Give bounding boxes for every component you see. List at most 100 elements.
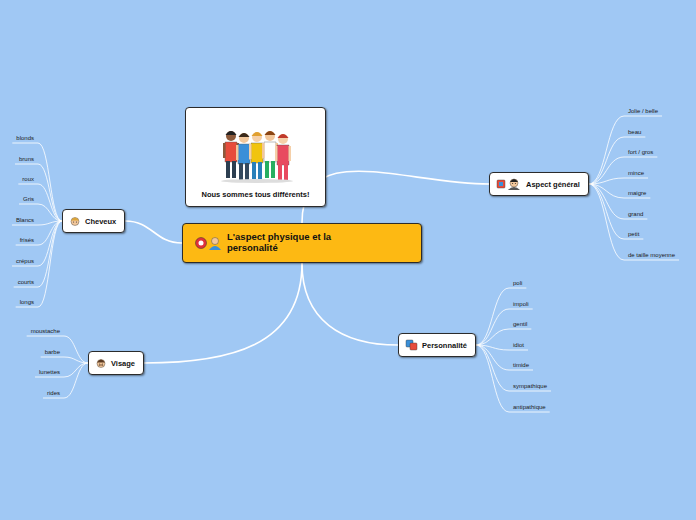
leaf-underline [624,239,643,240]
leaf-label: sympathique [513,382,547,390]
leaf-label: de taille moyenne [628,251,675,259]
leaf-label: bruns [19,155,34,163]
node-text: Nous sommes tous différents! [186,190,325,199]
leaf-underline [509,329,531,330]
leaf-underline [624,260,679,261]
central-topic: L'aspect physique et la personalité [182,223,422,263]
node-icon [95,357,107,369]
leader-line [476,309,509,345]
leaf-underline [624,178,648,179]
leaf-label: timide [513,361,529,369]
leaf-underline [624,198,650,199]
leaf-underline [509,412,550,413]
leaf-label: maigre [628,189,646,197]
leader-line [38,221,62,266]
branch-box: Visage [88,351,144,375]
branch-connector [302,171,489,223]
leader-line [476,345,509,391]
leaf-label: fort / gros [628,148,653,156]
node-text: Cheveux [85,217,116,226]
leaf-underline [43,398,64,399]
leaf-label: Gris [23,195,34,203]
leaf-underline [12,143,38,144]
leaf-underline [624,157,657,158]
leaf-underline [12,225,38,226]
leaf-label: poli [513,279,522,287]
leader-line [38,221,62,307]
leaf-underline [35,377,64,378]
leaf-underline [624,137,645,138]
leader-line [589,178,624,184]
node-text: Aspect général [526,180,580,189]
leaf-label: Jolie / belle [628,107,658,115]
branch-connector [302,263,398,345]
leaf-label: longs [20,298,34,306]
leader-line [38,164,62,221]
leader-line [64,357,88,363]
leaf-label: impoli [513,300,529,308]
leaf-label: barbe [45,348,60,356]
leaf-underline [509,309,533,310]
leaf-label: moustache [31,327,60,335]
leaf-underline [509,370,533,371]
leader-line [38,184,62,221]
image-box: Nous sommes tous différents! [185,107,326,207]
leader-line [476,329,509,345]
leader-line [476,345,509,370]
leader-line [64,363,88,398]
branch-box: Personnalité [398,333,476,357]
leader-line [38,221,62,287]
leaf-label: mince [628,169,644,177]
leaf-underline [18,184,38,185]
leaf-label: Blancs [16,216,34,224]
leader-line [64,363,88,377]
leader-line [589,184,624,219]
leader-line [38,143,62,221]
leaf-underline [16,307,38,308]
leaf-underline [509,350,528,351]
leader-line [589,137,624,184]
leaf-label: courts [18,278,34,286]
leader-line [589,157,624,184]
leaf-underline [12,266,38,267]
node-icon [496,178,522,190]
node-text: L'aspect physique et la personalité [227,232,357,254]
leaf-label: lunettes [39,368,60,376]
leaf-underline [27,336,64,337]
leader-line [64,336,88,363]
node-icon [405,339,418,351]
leaf-underline [41,357,64,358]
node-icon [195,236,223,250]
leaf-underline [509,288,526,289]
leaf-label: idiot [513,341,524,349]
leader-line [589,184,624,239]
leaf-label: blonds [16,134,34,142]
node-icon [69,215,81,227]
leaf-underline [14,287,38,288]
leaf-label: roux [22,175,34,183]
leaf-underline [19,204,38,205]
leader-line [476,345,509,412]
leader-line [589,184,624,260]
leader-line [589,116,624,184]
leaf-label: gentil [513,320,527,328]
leaf-label: petit [628,230,639,238]
leaf-label: beau [628,128,641,136]
leaf-underline [624,116,662,117]
leaf-label: grand [628,210,643,218]
leaf-underline [15,164,38,165]
leaf-label: antipathique [513,403,546,411]
leaf-underline [16,245,38,246]
leader-line [38,204,62,221]
leader-line [476,288,509,345]
leaf-underline [624,219,647,220]
leaf-label: crépus [16,257,34,265]
branch-connector [144,263,302,363]
node-text: Personnalité [422,341,467,350]
branch-box: Cheveux [62,209,125,233]
branch-box: Aspect général [489,172,589,196]
branch-connector [125,221,182,243]
leaf-label: frisés [20,236,34,244]
leaf-label: rides [47,389,60,397]
